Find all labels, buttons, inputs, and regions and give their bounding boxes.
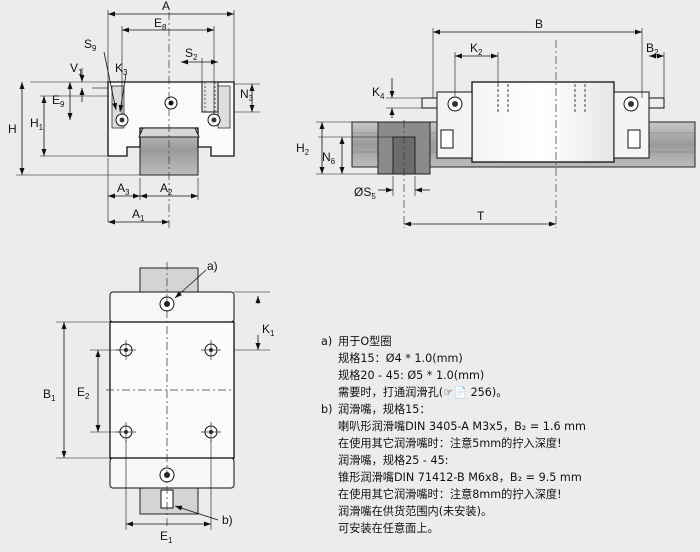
label-H: H — [8, 122, 17, 136]
notes-panel: a)用于O型圈 规格15：Ø4 * 1.0(mm) 规格20 - 45: Ø5 … — [321, 333, 696, 537]
label-N3: N3 — [240, 87, 254, 103]
note-line: 在使用其它润滑嘴时：注意5mm的拧入深度! — [338, 437, 562, 450]
label-K4: K4 — [372, 85, 385, 101]
label-T: T — [477, 209, 485, 223]
label-a: a) — [207, 259, 218, 273]
label-H1: H1 — [30, 116, 44, 132]
label-A2: A2 — [160, 181, 173, 197]
note-line: 规格15：Ø4 * 1.0(mm) — [338, 352, 463, 365]
label-b: b) — [222, 513, 233, 527]
side-block — [471, 81, 615, 163]
label-B: B — [535, 17, 543, 31]
label-H2: H2 — [296, 141, 310, 157]
label-N6: N6 — [322, 150, 336, 166]
label-V1: V1 — [70, 61, 83, 77]
label-A3: A3 — [117, 181, 130, 197]
note-line: 润滑嘴在供货范围内(未安装)。 — [338, 505, 493, 518]
note-line: 润滑嘴，规格25 - 45: — [338, 454, 449, 467]
note-line: 锥形润滑嘴DIN 71412-B M6x8，B₂ = 9.5 mm — [338, 471, 582, 484]
label-S2: S2 — [185, 46, 198, 62]
dimension-labels: A E8 S9 S2 V1 K3 N3 E9 H H1 A3 A2 A1 B K… — [8, 0, 659, 545]
note-line: 可安装在任意面上。 — [338, 522, 439, 535]
label-B2: B2 — [646, 41, 659, 57]
label-K1: K1 — [262, 322, 275, 338]
note-line: 规格20 - 45: Ø5 * 1.0(mm) — [338, 369, 485, 382]
label-B1: B1 — [43, 387, 56, 403]
note-line: a)用于O型圈 — [321, 335, 392, 348]
label-K3: K3 — [115, 61, 128, 77]
label-E1: E1 — [160, 529, 173, 545]
label-S5: ØS5 — [354, 185, 376, 201]
label-E8: E8 — [154, 16, 167, 32]
label-E2: E2 — [77, 385, 90, 401]
note-line: 需要时，打通润滑孔(☞📄 256)。 — [338, 386, 508, 399]
label-A1: A1 — [132, 207, 145, 223]
note-line: b)润滑嘴，规格15： — [321, 403, 431, 416]
side-view — [316, 28, 696, 228]
front-view — [16, 10, 260, 228]
label-S9: S9 — [84, 37, 97, 53]
label-E9: E9 — [52, 93, 65, 109]
label-A: A — [162, 0, 170, 13]
top-view — [56, 262, 270, 530]
note-line: 喇叭形润滑嘴DIN 3405-A M3x5，B₂ = 1.6 mm — [338, 420, 586, 433]
note-line: 在使用其它润滑嘴时：注意8mm的拧入深度! — [338, 488, 562, 501]
label-K2: K2 — [470, 41, 483, 57]
